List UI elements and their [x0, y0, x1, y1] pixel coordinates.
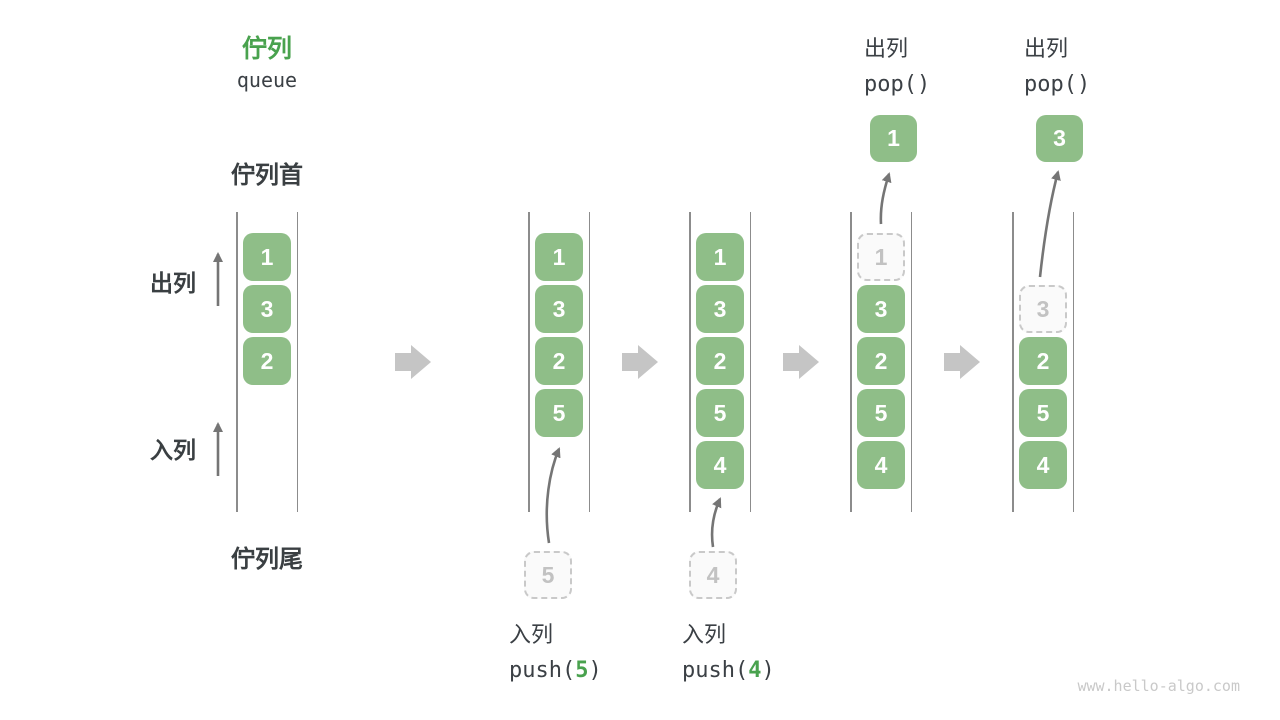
incoming-value-box: 4 — [689, 551, 737, 599]
queue-wall-line — [850, 212, 852, 512]
queue-cell: 3 — [857, 285, 905, 333]
watermark: www.hello-algo.com — [1077, 677, 1240, 695]
dequeue-label: 出列 — [150, 270, 196, 296]
queue-cell: 3 — [1019, 285, 1067, 333]
code-arg: 5 — [575, 658, 589, 683]
queue-cell: 5 — [535, 389, 583, 437]
pop1-op-label: 出列 pop() — [864, 31, 930, 97]
queue-cell: 4 — [1019, 441, 1067, 489]
queue-front-label: 佇列首 — [231, 162, 303, 189]
op-action-text: 出列 — [864, 36, 909, 61]
queue-cell: 1 — [535, 233, 583, 281]
op-action-text: 出列 — [1024, 36, 1069, 61]
queue-cell: 4 — [696, 441, 744, 489]
queue-cell: 5 — [1019, 389, 1067, 437]
popped-value-box: 3 — [1036, 115, 1083, 162]
queue-wall-line — [528, 212, 530, 512]
op-code-text: pop() — [1024, 72, 1091, 97]
queue-cell: 5 — [857, 389, 905, 437]
popped-value-box: 1 — [870, 115, 917, 162]
queue-cell: 5 — [696, 389, 744, 437]
diagram-subtitle: queue — [236, 68, 298, 92]
queue-cell: 3 — [696, 285, 744, 333]
queue-cell: 1 — [696, 233, 744, 281]
pop3-op-label: 出列 pop() — [1024, 31, 1090, 97]
queue-wall-line — [1012, 212, 1014, 512]
op-code-text: push(5) — [509, 658, 602, 683]
transition-arrow-icon — [783, 345, 819, 379]
transition-arrow-icon — [395, 345, 431, 379]
op-action-text: 入列 — [509, 622, 554, 647]
transition-arrow-icon — [622, 345, 658, 379]
queue-cell: 2 — [1019, 337, 1067, 385]
queue-wall-line — [910, 212, 912, 512]
code-fn: push( — [509, 658, 576, 683]
queue-cell: 2 — [535, 337, 583, 385]
code-close: ) — [761, 658, 775, 683]
queue-wall-line — [296, 212, 298, 512]
queue-wall-line — [1072, 212, 1074, 512]
transition-arrow-icon — [944, 345, 980, 379]
queue-wall-line — [236, 212, 238, 512]
queue-tail-label: 佇列尾 — [231, 546, 303, 573]
code-fn: push( — [682, 658, 749, 683]
queue-cell: 2 — [243, 337, 291, 385]
incoming-value-box: 5 — [524, 551, 572, 599]
queue-wall-line — [689, 212, 691, 512]
queue-cell: 1 — [243, 233, 291, 281]
queue-cell: 1 — [857, 233, 905, 281]
queue-cell: 2 — [857, 337, 905, 385]
queue-cell: 3 — [243, 285, 291, 333]
enqueue-label: 入列 — [150, 437, 196, 463]
push5-op-label: 入列 push(5) — [509, 617, 602, 683]
queue-wall-line — [588, 212, 590, 512]
diagram-title: 佇列 — [241, 35, 292, 63]
op-code-text: push(4) — [682, 658, 775, 683]
queue-cell: 3 — [535, 285, 583, 333]
op-code-text: pop() — [864, 72, 931, 97]
push4-op-label: 入列 push(4) — [682, 617, 775, 683]
queue-cell: 2 — [696, 337, 744, 385]
code-arg: 4 — [748, 658, 762, 683]
op-action-text: 入列 — [682, 622, 727, 647]
queue-cell: 4 — [857, 441, 905, 489]
code-close: ) — [588, 658, 602, 683]
queue-wall-line — [749, 212, 751, 512]
